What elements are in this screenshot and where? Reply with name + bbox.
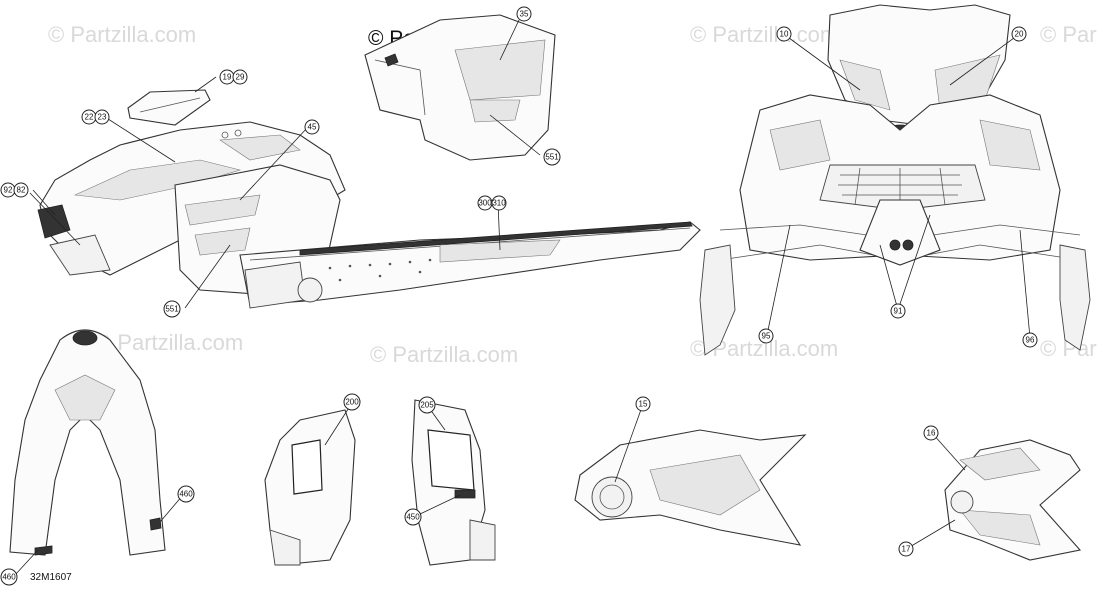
right-side-panel	[411, 399, 496, 566]
callout-22[interactable]: 22	[81, 109, 97, 125]
callout-16[interactable]: 16	[923, 425, 939, 441]
watermarks: © Partzilla.com © Partzilla.com © Partzi…	[48, 22, 1097, 367]
svg-text:82: 82	[17, 186, 26, 195]
diagram-code: 32M1607	[30, 572, 72, 583]
callout-300[interactable]: 300	[477, 195, 493, 211]
callout-551[interactable]: 551	[163, 300, 181, 318]
watermark: © Partzilla.com	[370, 342, 518, 367]
seat-view	[9, 329, 166, 556]
callout-92[interactable]: 92	[0, 182, 16, 198]
svg-text:35: 35	[520, 10, 529, 19]
callout-19[interactable]: 19	[219, 69, 235, 85]
watermark: © Partzilla.com	[1040, 22, 1097, 47]
svg-text:205: 205	[420, 401, 434, 410]
svg-text:22: 22	[85, 113, 94, 122]
callout-460[interactable]: 460	[177, 485, 195, 503]
callout-551[interactable]: 551	[543, 148, 561, 166]
svg-text:10: 10	[780, 30, 789, 39]
callout-82[interactable]: 82	[13, 182, 29, 198]
callout-95[interactable]: 95	[758, 328, 774, 344]
svg-text:300: 300	[478, 199, 492, 208]
callout-15[interactable]: 15	[635, 396, 651, 412]
callout-91[interactable]: 91	[890, 303, 906, 319]
callout-205[interactable]: 205	[418, 396, 436, 414]
callout-10[interactable]: 10	[776, 26, 792, 42]
svg-text:20: 20	[1015, 30, 1024, 39]
svg-text:91: 91	[894, 307, 903, 316]
callout-200[interactable]: 200	[343, 393, 361, 411]
watermark: © Partzilla.com	[690, 22, 838, 47]
callout-17[interactable]: 17	[898, 541, 914, 557]
svg-text:16: 16	[927, 429, 936, 438]
watermark: © Partzilla.com	[95, 330, 243, 355]
small-console	[944, 439, 1082, 561]
svg-text:45: 45	[308, 123, 317, 132]
svg-text:551: 551	[545, 153, 559, 162]
watermark: © Partzilla.com	[48, 22, 196, 47]
svg-text:96: 96	[1026, 336, 1035, 345]
callout-450[interactable]: 450	[404, 508, 422, 526]
svg-text:17: 17	[902, 545, 911, 554]
svg-text:460: 460	[2, 573, 16, 582]
svg-text:450: 450	[406, 513, 420, 522]
svg-text:29: 29	[236, 73, 245, 82]
svg-text:92: 92	[4, 186, 13, 195]
callout-20[interactable]: 20	[1011, 26, 1027, 42]
callouts: 35 19 29 22 23 45 92 82 300 310 551 551 …	[0, 6, 1038, 586]
snowmobile-side-view	[37, 89, 701, 309]
callout-96[interactable]: 96	[1022, 332, 1038, 348]
svg-text:23: 23	[98, 113, 107, 122]
gauge-console	[574, 429, 807, 546]
svg-text:200: 200	[345, 398, 359, 407]
svg-text:551: 551	[165, 305, 179, 314]
callout-310[interactable]: 310	[491, 195, 507, 211]
callout-29[interactable]: 29	[232, 69, 248, 85]
callout-23[interactable]: 23	[94, 109, 110, 125]
svg-text:460: 460	[179, 490, 193, 499]
svg-text:19: 19	[223, 73, 232, 82]
left-side-panel	[264, 409, 356, 566]
snowmobile-front-view	[699, 4, 1091, 356]
callout-460[interactable]: 460	[0, 568, 18, 586]
callout-35[interactable]: 35	[516, 6, 532, 22]
svg-text:15: 15	[639, 400, 648, 409]
side-panel-upper-view	[364, 14, 556, 161]
leader-lines	[14, 19, 1031, 576]
callout-45[interactable]: 45	[304, 119, 320, 135]
svg-text:310: 310	[492, 199, 506, 208]
svg-text:95: 95	[762, 332, 771, 341]
